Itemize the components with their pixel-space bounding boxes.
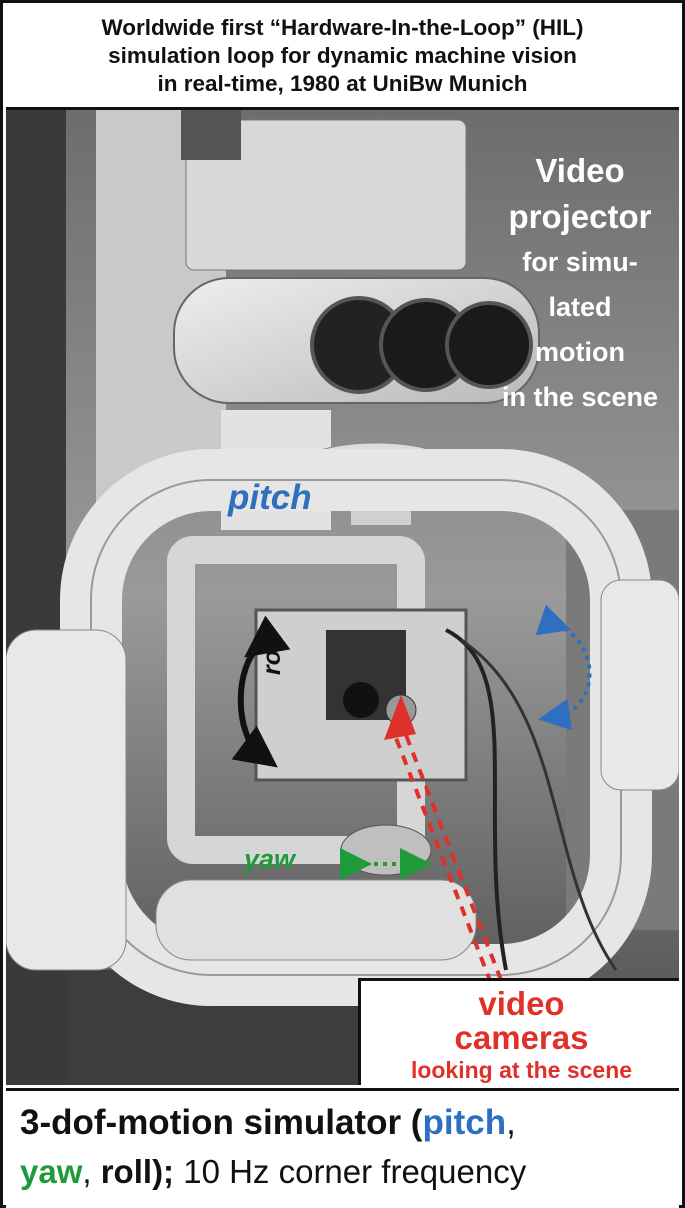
simulator-photo: Video projector for simu- lated motion i… (6, 110, 679, 1085)
cameras-label-line-1: video (478, 985, 565, 1022)
projector-label-line-1: Video (535, 152, 625, 189)
caption-pitch: pitch (422, 1103, 507, 1142)
caption-line-2: yaw, roll); 10 Hz corner frequency (20, 1153, 526, 1191)
caption-yaw: yaw (20, 1153, 83, 1190)
projector-label-line-4: lated (548, 292, 612, 322)
caption-line-1: 3-dof-motion simulator (pitch, (20, 1103, 516, 1143)
projector-label-line-6: in the scene (501, 382, 659, 412)
caption-box: 3-dof-motion simulator (pitch, yaw, roll… (6, 1088, 679, 1208)
simulator-photo-drawing (6, 110, 679, 1085)
caption-comma: , (506, 1103, 516, 1142)
roll-label: roll (258, 636, 286, 675)
caption-close: ); (152, 1153, 175, 1190)
title-line-2: simulation loop for dynamic machine visi… (108, 43, 577, 68)
cameras-label-box: video cameras looking at the scene (358, 978, 679, 1085)
caption-main: 3-dof-motion simulator ( (20, 1103, 423, 1142)
cameras-label-line-2: cameras (454, 1019, 589, 1056)
title-line-3: in real-time, 1980 at UniBw Munich (157, 71, 528, 96)
cameras-label-line-3: looking at the scene (410, 1057, 633, 1083)
caption-sep: , (82, 1153, 101, 1190)
projector-label-line-5: motion (535, 337, 625, 367)
title-line-1: Worldwide first “Hardware-In-the-Loop” (… (101, 15, 584, 40)
caption-roll: roll (100, 1153, 153, 1190)
yaw-label: yaw (244, 844, 296, 874)
projector-label-line-3: for simu- (522, 247, 638, 277)
title-box: Worldwide first “Hardware-In-the-Loop” (… (6, 6, 679, 110)
projector-label-line-2: projector (508, 198, 652, 235)
projector-label: Video projector for simu- lated motion i… (495, 148, 665, 420)
pitch-label: pitch (228, 478, 312, 517)
caption-frequency: 10 Hz corner frequency (174, 1153, 527, 1190)
